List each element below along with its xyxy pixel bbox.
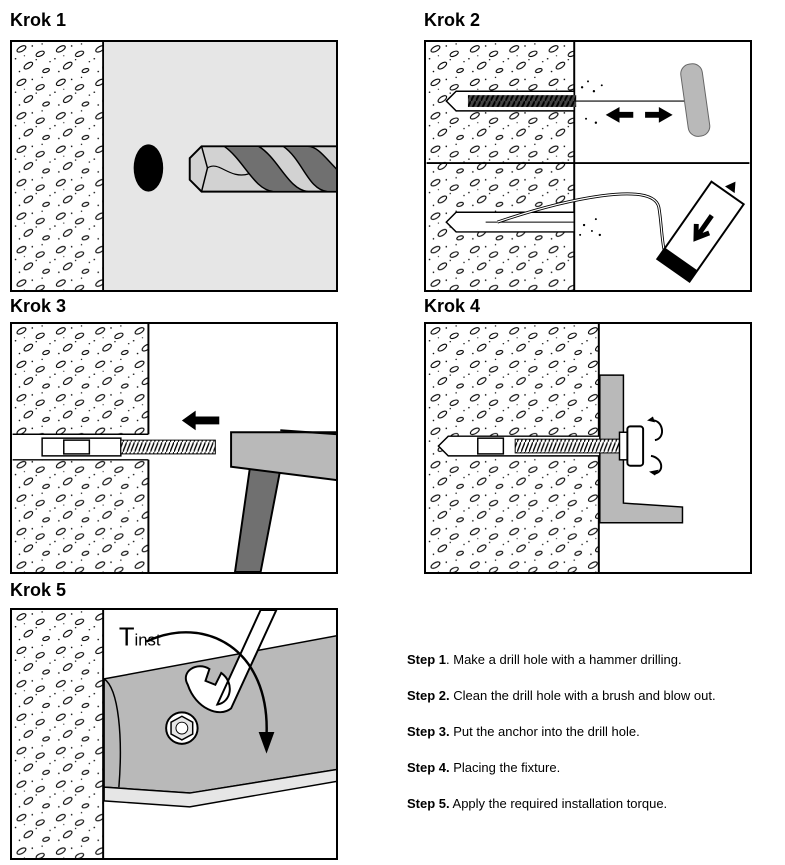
cleaning-brush (467, 95, 577, 107)
step-text: Placing the fixture. (453, 760, 561, 775)
step-label: Step 1 (407, 652, 447, 667)
step-text: Make a drill hole with a hammer drilling… (453, 652, 682, 667)
step-2-illustration (424, 40, 752, 292)
step-text: Apply the required installation torque. (452, 796, 668, 811)
brush-handle (680, 63, 711, 137)
step-3-line: Step 3. Put the anchor into the drill ho… (407, 724, 777, 760)
drill-hole (133, 144, 164, 192)
step-1-line: Step 1. Make a drill hole with a hammer … (407, 652, 682, 667)
step-5-title: Krok 5 (10, 580, 67, 600)
concrete-wall (426, 42, 575, 290)
step-1-title: Krok 1 (10, 10, 67, 30)
step-5-illustration: Tinst (10, 608, 338, 860)
step-4-illustration (424, 322, 752, 574)
svg-text:Tinst: Tinst (119, 623, 161, 651)
step-4-line: Step 4. Placing the fixture. (407, 760, 777, 796)
step-label: Step 5. (407, 796, 450, 811)
step-list: Step 1. Make a drill hole with a hammer … (407, 652, 777, 832)
torque-subscript: inst (135, 630, 161, 649)
wrench (184, 610, 278, 714)
step-label: Step 2. (407, 688, 450, 703)
step-4-title: Krok 4 (424, 296, 481, 316)
double-arrow-icon (605, 106, 673, 123)
anchor-bolt (477, 425, 645, 467)
blow-out-pump (655, 180, 746, 284)
angle-bracket (599, 374, 684, 524)
step-5-line: Step 5. Apply the required installation … (407, 796, 777, 832)
hex-nut (165, 711, 199, 745)
steel-angle-profile (103, 635, 336, 794)
torque-arrow-icon (145, 631, 268, 737)
hammer (230, 429, 336, 572)
step-2-line: Step 2. Clean the drill hole with a brus… (407, 688, 777, 724)
concrete-wall (12, 610, 104, 858)
anchor-bolt (41, 437, 216, 457)
step-label: Step 4. (407, 760, 450, 775)
rotation-arrow-icon (650, 419, 663, 475)
step-1-illustration (10, 40, 338, 292)
step-2-title: Krok 2 (424, 10, 481, 30)
concrete-wall (12, 324, 149, 435)
step-3-title: Krok 3 (10, 296, 67, 316)
torque-label: T (119, 623, 135, 651)
concrete-wall (12, 42, 104, 290)
step-text: Put the anchor into the drill hole. (453, 724, 640, 739)
step-label: Step 3. (407, 724, 450, 739)
step-3-illustration (10, 322, 338, 574)
step-text: Clean the drill hole with a brush and bl… (453, 688, 716, 703)
left-arrow-icon (181, 410, 220, 431)
drill-bit (188, 145, 336, 193)
